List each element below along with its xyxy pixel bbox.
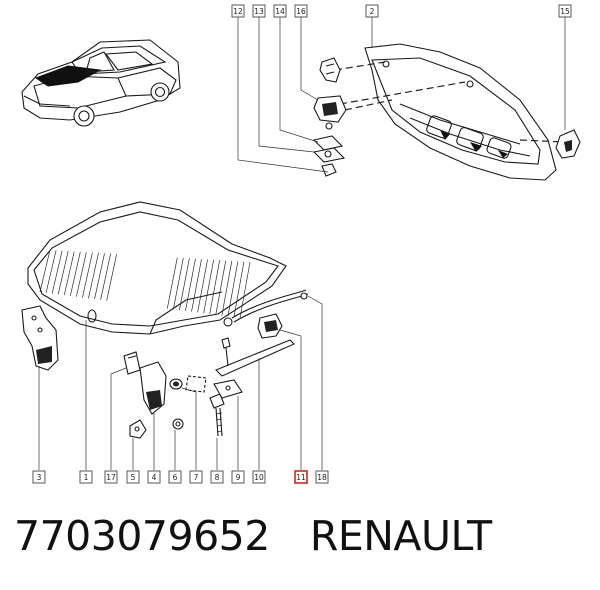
callout-box [294, 4, 308, 18]
hatch-line [100, 253, 111, 300]
callout-number: 5 [131, 473, 136, 482]
hatch-line [45, 250, 57, 293]
hatch-line [185, 258, 196, 311]
callout-number: 8 [215, 473, 220, 482]
brand-name: RENAULT [309, 512, 492, 560]
callout-box [252, 470, 266, 484]
callout-box [79, 470, 93, 484]
part-number: 7703079652 [14, 512, 270, 560]
callout-number: 1 [84, 473, 89, 482]
callout-box [294, 470, 308, 484]
callout-box [315, 470, 329, 484]
callout-box [168, 470, 182, 484]
hatch-line [39, 249, 51, 293]
callout-box [231, 470, 245, 484]
callout-box [189, 470, 203, 484]
bonnet-fittings [21, 289, 309, 439]
callout-box [273, 4, 287, 18]
leader-lines [38, 17, 566, 470]
hatch-line [239, 261, 251, 319]
hatch-line [76, 252, 87, 297]
callout-box [558, 4, 572, 18]
callout-number: 18 [317, 473, 327, 482]
hatch-line [51, 250, 63, 294]
hatch-line [172, 257, 184, 310]
callout-number: 16 [296, 7, 306, 16]
callout-number: 12 [233, 7, 243, 16]
callout-box [147, 470, 161, 484]
bonnet-hatching [39, 249, 251, 319]
callout-labels: 12 13 14 16 2 15 3 1 17 5 4 6 7 8 9 10 11 18 [32, 4, 572, 484]
callout-number: 3 [37, 473, 42, 482]
callout-box [365, 4, 379, 18]
hatch-line [197, 259, 208, 313]
hatch-line [94, 253, 105, 300]
callout-box [32, 470, 46, 484]
hatch-line [57, 251, 69, 295]
hatch-line [233, 261, 245, 318]
hatch-line [82, 252, 93, 298]
callout-box [104, 470, 118, 484]
callout-number: 7 [194, 473, 199, 482]
callout-number: 6 [173, 473, 178, 482]
hatch-line [88, 252, 99, 299]
hatch-line [203, 259, 214, 314]
callout-number: 15 [560, 7, 570, 16]
hatch-line [227, 261, 239, 317]
callout-number: 14 [275, 7, 285, 16]
hatch-line [63, 251, 75, 296]
hatch-line [106, 253, 118, 301]
hatch-line [166, 257, 178, 309]
hatch-line [221, 260, 233, 316]
footer-caption: 7703079652 RENAULT [14, 512, 492, 572]
callout-number: 17 [106, 473, 116, 482]
callout-number: 10 [254, 473, 264, 482]
callout-box [126, 470, 140, 484]
car-thumbnail [21, 39, 181, 127]
hatch-line [215, 260, 227, 315]
hatch-line [179, 258, 190, 311]
callout-number: 11 [296, 473, 306, 482]
hatch-line [69, 251, 81, 297]
callout-number: 9 [236, 473, 241, 482]
hatch-line [191, 259, 202, 312]
hatch-line [209, 260, 221, 315]
tailgate-assembly [312, 43, 581, 181]
callout-number: 4 [152, 473, 157, 482]
callout-box [231, 4, 245, 18]
callout-box [252, 4, 266, 18]
bonnet-panel [27, 201, 287, 335]
callout-number: 13 [254, 7, 264, 16]
callout-number: 2 [370, 7, 375, 16]
callout-box [210, 470, 224, 484]
